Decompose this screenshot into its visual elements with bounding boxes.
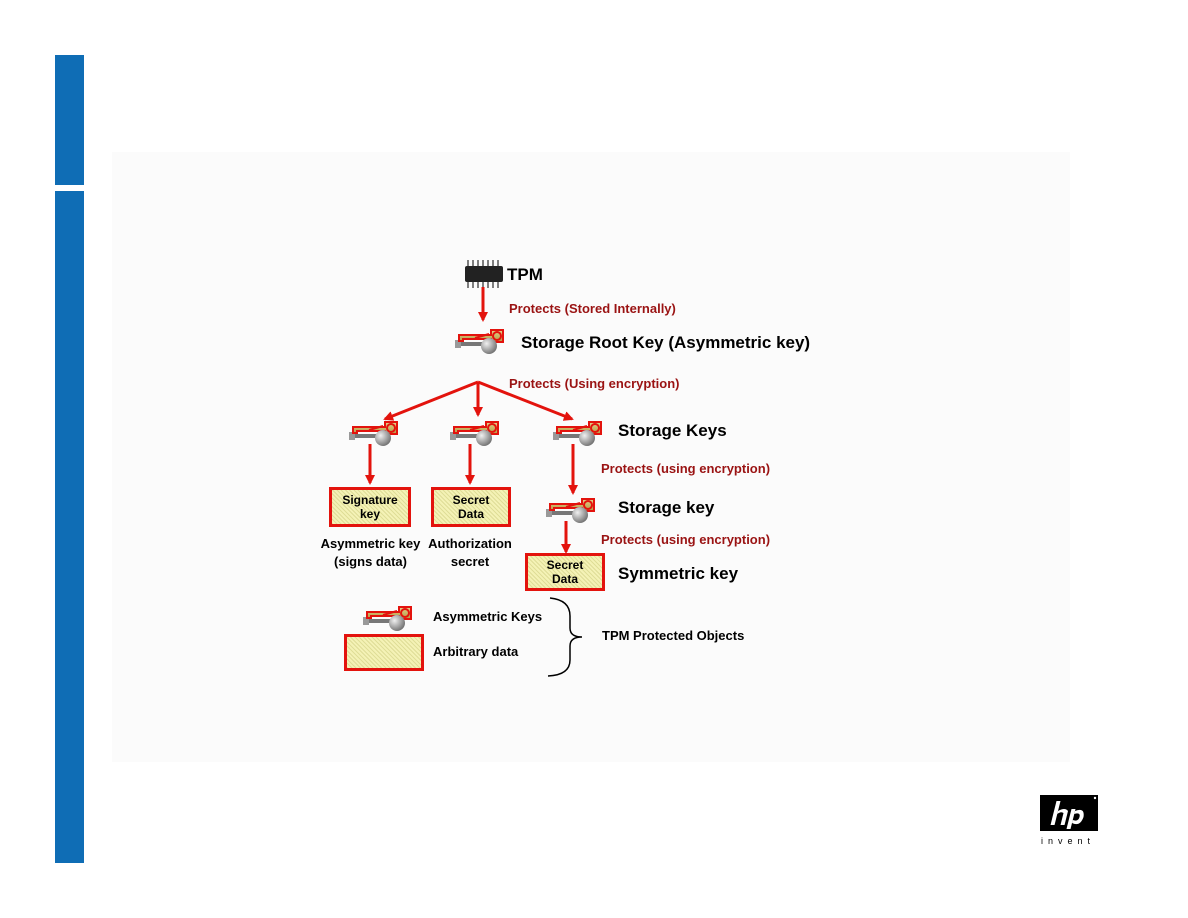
- signature-key-box: Signature key: [329, 487, 411, 527]
- legend-key-icon: [362, 606, 412, 632]
- tpm-chip-icon: [465, 260, 503, 288]
- srk-label: Storage Root Key (Asymmetric key): [521, 333, 811, 352]
- left-key-icon: [348, 421, 398, 447]
- symmetric-key-label: Symmetric key: [618, 564, 739, 583]
- arrow-srk-to-right-key: [477, 380, 574, 421]
- middle-key-icon: [449, 421, 499, 447]
- legend-arbitrary-data: Arbitrary data: [433, 644, 519, 659]
- symmetric-secret-data-box: Secret Data: [525, 553, 605, 591]
- srk-children-edge-label: Protects (Using encryption): [509, 376, 680, 391]
- diagram-panel: [112, 152, 1070, 762]
- srk-edge-label: Protects (Stored Internally): [509, 301, 676, 316]
- side-bar-bottom: [55, 191, 84, 863]
- legend-brace: [547, 597, 583, 677]
- storage-key-edge-label: Protects (using encryption): [601, 461, 771, 476]
- arrow-srk-to-left-key: [383, 380, 479, 421]
- storage-keys-label: Storage Keys: [618, 421, 727, 440]
- tpm-label: TPM: [507, 265, 543, 284]
- hp-invent-text: invent: [1041, 836, 1096, 846]
- storage-key-label: Storage key: [618, 498, 715, 517]
- side-bar-top: [55, 55, 84, 185]
- storage-root-key-icon: [454, 329, 504, 355]
- storage-key-icon: [545, 498, 595, 524]
- legend-asymmetric-keys: Asymmetric Keys: [433, 609, 543, 624]
- secret-data-box: Secret Data: [431, 487, 511, 527]
- hp-logo: [1040, 795, 1098, 831]
- storage-keys-icon: [552, 421, 602, 447]
- symmetric-edge-label: Protects (using encryption): [601, 532, 771, 547]
- legend-data-box: [344, 634, 424, 671]
- authorization-caption: Authorization secret: [428, 536, 512, 569]
- legend-group-label: TPM Protected Objects: [602, 628, 745, 643]
- signature-caption: Asymmetric key (signs data): [320, 536, 421, 569]
